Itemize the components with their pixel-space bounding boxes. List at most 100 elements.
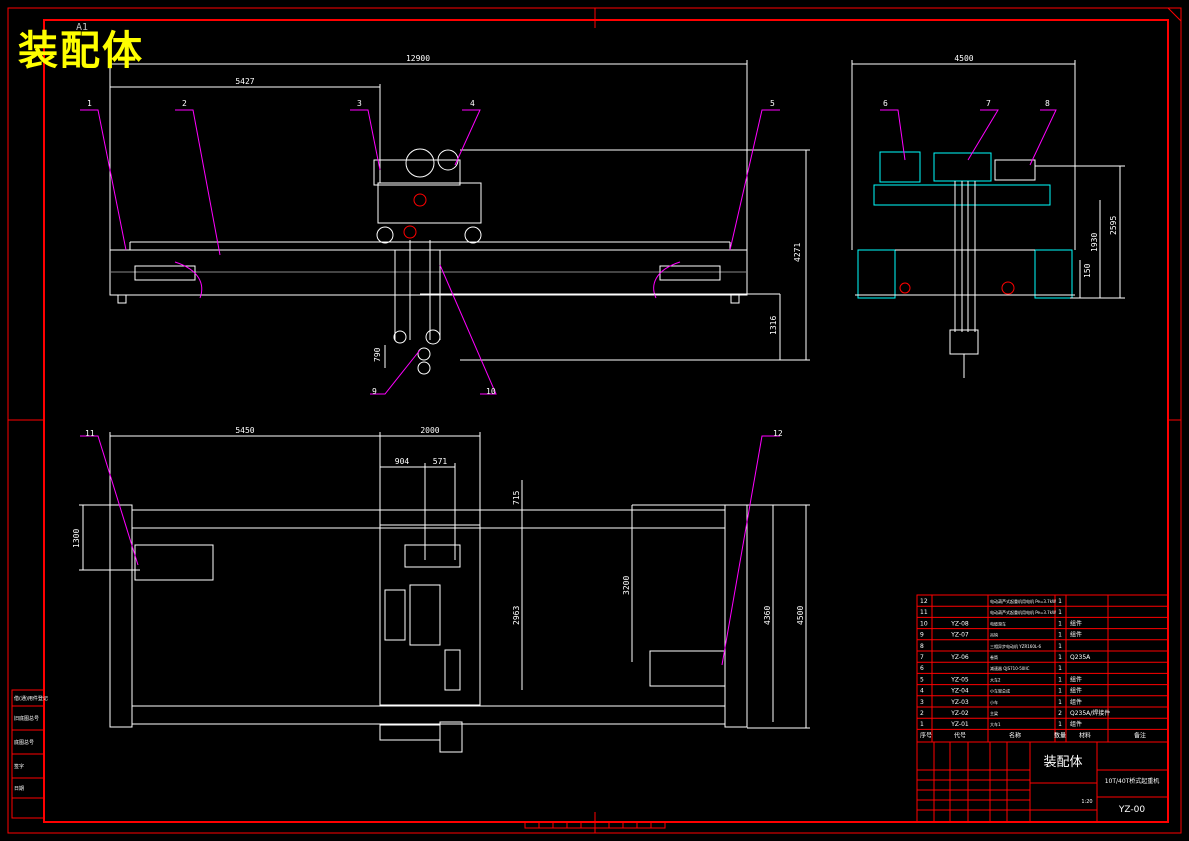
bom-cell-name: 电动葫芦式起重机用电机 Pe=3.7kW xyxy=(990,609,1056,615)
bom-cell-name: 主梁 xyxy=(990,710,998,716)
bom-header-cell: 数量 xyxy=(1054,731,1066,739)
bom-cell-mat: 组件 xyxy=(1070,631,1082,639)
stamp-row-2: 底图总号 xyxy=(14,739,34,746)
bom-cell-qty: 1 xyxy=(1058,620,1062,627)
bom-cell-name: 大车2 xyxy=(990,676,1001,682)
dim-left: 5427 xyxy=(235,77,254,86)
bom-cell-mat: 组件 xyxy=(1070,698,1082,706)
bom-header-cell: 代号 xyxy=(954,731,966,739)
stamp-row-4: 日期 xyxy=(14,786,24,792)
bom-cell-name: 电缆滑车 xyxy=(990,620,1006,626)
inner-frame xyxy=(43,19,1169,823)
dim-side-h2: 1930 xyxy=(1090,233,1099,252)
bom-table-grid xyxy=(916,594,1169,743)
bom-cell-name: 吊钩 xyxy=(990,632,998,638)
bom-cell-seq: 1 xyxy=(920,721,924,728)
bom-cell-mat: 组件 xyxy=(1070,720,1082,728)
bom-cell-code: YZ-01 xyxy=(950,721,969,728)
bom-cell-seq: 12 xyxy=(920,598,928,605)
balloon-3: 3 xyxy=(357,99,362,108)
bom-cell-code: YZ-08 xyxy=(950,620,969,627)
bom-cell-name: 大车1 xyxy=(990,721,1001,727)
bom-cell-mat: Q235A xyxy=(1070,654,1091,661)
bom-cell-seq: 9 xyxy=(920,632,924,639)
sheet-stamp: A1 xyxy=(76,22,89,33)
orientation-mark xyxy=(1166,7,1182,23)
stamp-row-3: 签字 xyxy=(14,763,24,770)
plan-leaders xyxy=(80,435,780,666)
trolley-frame xyxy=(377,182,482,224)
bom-cell-seq: 10 xyxy=(920,620,928,627)
bom-cell-qty: 1 xyxy=(1058,688,1062,695)
bom-cell-name: 电动葫芦式起重机用电机 Pe=3.7kW xyxy=(990,598,1056,604)
dim-plan-904: 904 xyxy=(395,457,410,466)
balloon-9: 9 xyxy=(372,387,377,396)
bom-cell-mat: 组件 xyxy=(1070,675,1082,683)
balloon-labels: 1 2 3 4 5 9 10 6 7 8 11 12 xyxy=(85,99,1050,438)
dim-height: 4271 xyxy=(793,243,802,262)
bom-cell-seq: 11 xyxy=(920,609,928,616)
bom-cell-code: YZ-04 xyxy=(950,688,969,695)
bom-cell-code: YZ-06 xyxy=(950,654,969,661)
bom-cell-qty: 1 xyxy=(1058,654,1062,661)
trolley-plan xyxy=(379,524,481,706)
bom-cell-seq: 5 xyxy=(920,676,924,683)
dim-bottom: 1316 xyxy=(769,316,778,335)
dim-plan-left: 5450 xyxy=(235,426,254,435)
bom-cell-seq: 8 xyxy=(920,643,924,650)
dim-plan-4500: 4500 xyxy=(796,606,805,625)
side-stamp-table xyxy=(11,689,45,819)
balloon-4: 4 xyxy=(470,99,475,108)
bom-header-cell: 序号 xyxy=(920,731,932,739)
bom-header-cell: 材料 xyxy=(1079,731,1091,739)
dim-overall: 12900 xyxy=(406,54,430,63)
balloon-11: 11 xyxy=(85,429,95,438)
title-block-labels: 装配体 10T/40T桥式起重机 YZ-00 1:20 xyxy=(1043,755,1159,815)
bom-cell-qty: 1 xyxy=(1058,609,1062,616)
bom-cell-qty: 1 xyxy=(1058,665,1062,672)
bom-cell-seq: 6 xyxy=(920,665,924,672)
front-leaders xyxy=(80,109,780,395)
bom-cell-qty: 1 xyxy=(1058,643,1062,650)
bom-cell-name: 小车 xyxy=(990,699,998,705)
side-leaders xyxy=(880,109,1057,166)
balloon-8: 8 xyxy=(1045,99,1050,108)
side-stamp-labels: 借(通)用件登记 旧底图总号 底图总号 签字 日期 xyxy=(14,695,48,792)
dim-plan-1300: 1300 xyxy=(72,529,81,548)
bom-cell-name: 卷筒 xyxy=(990,654,998,660)
bom-cell-name: 小车架总成 xyxy=(990,688,1010,694)
balloon-12: 12 xyxy=(773,429,783,438)
title-block-scale: 1:20 xyxy=(1081,799,1092,805)
balloon-2: 2 xyxy=(182,99,187,108)
outer-frame xyxy=(7,7,1182,834)
title-block-code: YZ-00 xyxy=(1118,805,1145,815)
bom-cell-qty: 1 xyxy=(1058,721,1062,728)
dimension-labels: 12900 5427 4271 1316 790 4500 2595 1930 … xyxy=(72,54,1118,625)
title-block-subtitle: 10T/40T桥式起重机 xyxy=(1105,777,1160,785)
end-carriage-left xyxy=(109,504,133,728)
dim-plan-571: 571 xyxy=(433,457,448,466)
balloon-6: 6 xyxy=(883,99,888,108)
drawing-title: 装配体 xyxy=(18,28,144,74)
balloon-7: 7 xyxy=(986,99,991,108)
stamp-row-1: 旧底图总号 xyxy=(14,715,39,722)
bom-cell-name: 三相异步电动机 YZR160L-6 xyxy=(990,643,1041,649)
bom-header-cell: 备注 xyxy=(1134,731,1146,739)
dim-plan-2963: 2963 xyxy=(512,606,521,625)
bom-cell-qty: 1 xyxy=(1058,632,1062,639)
bom-header-cell: 名称 xyxy=(1009,731,1021,739)
bom-cell-seq: 3 xyxy=(920,699,924,706)
bom-cell-code: YZ-03 xyxy=(950,699,969,706)
front-view xyxy=(109,60,810,375)
dim-side-h1: 2595 xyxy=(1109,216,1118,235)
dim-side-h3: 150 xyxy=(1083,263,1092,278)
bom-cell-name: 减速器 QJS710-50IIC xyxy=(990,665,1030,671)
dim-plan-4360: 4360 xyxy=(763,606,772,625)
dim-plan-3200: 3200 xyxy=(622,576,631,595)
dim-plan-trolley: 2000 xyxy=(420,426,439,435)
bom-cell-seq: 2 xyxy=(920,710,924,717)
title-block-name: 装配体 xyxy=(1043,755,1082,770)
balloon-5: 5 xyxy=(770,99,775,108)
